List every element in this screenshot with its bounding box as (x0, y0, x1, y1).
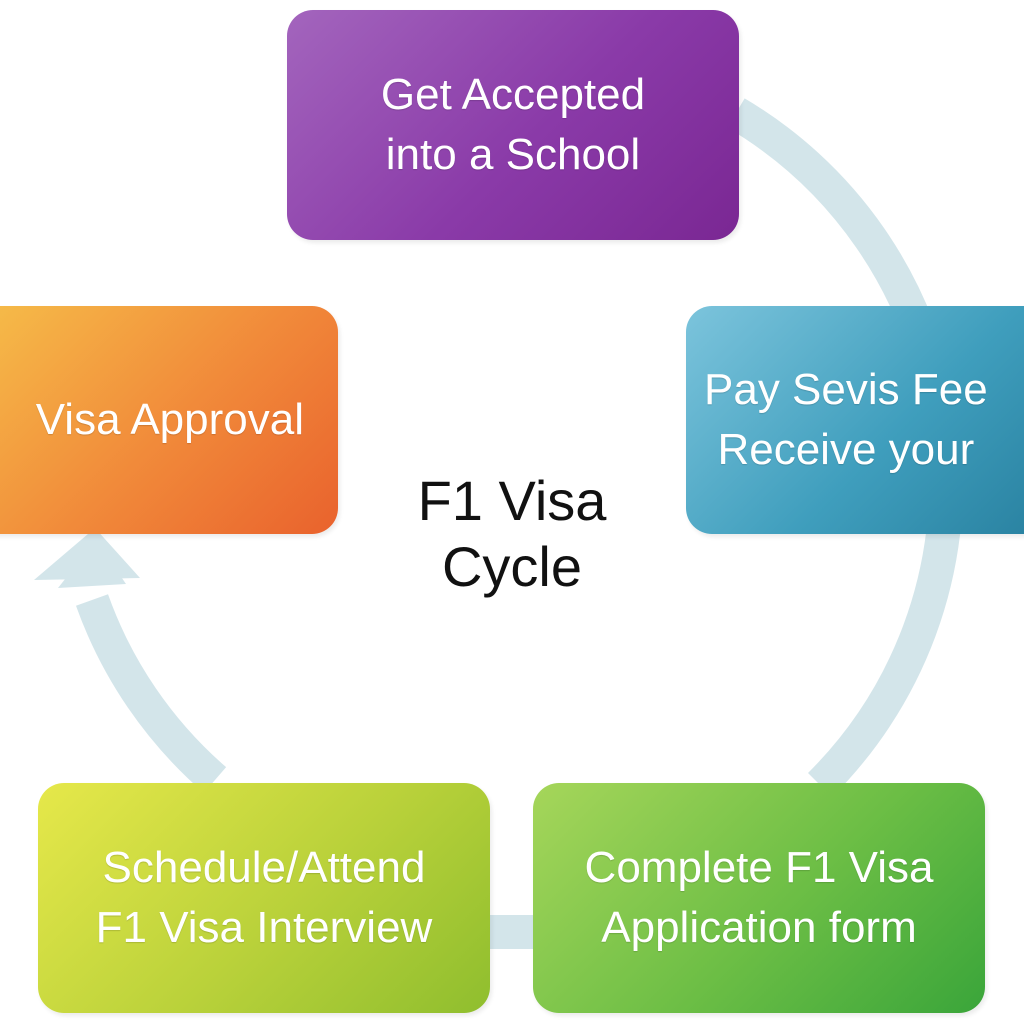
step-pay-sevis-fee: Pay Sevis Fee Receive your (686, 306, 1024, 534)
step-get-accepted-label: Get Accepted into a School (380, 70, 646, 179)
cycle-ring-left-arc (75, 594, 227, 793)
step-complete-application-label: Complete F1 Visa Application form (584, 843, 934, 952)
center-title: F1 Visa Cycle (417, 469, 607, 598)
cycle-arrowhead-body (58, 540, 126, 588)
step-get-accepted: Get Accepted into a School (287, 10, 739, 240)
step-complete-application: Complete F1 Visa Application form (533, 783, 985, 1013)
step-visa-approval: Visa Approval (0, 306, 338, 534)
step-schedule-interview: Schedule/Attend F1 Visa Interview (38, 783, 490, 1013)
step-pay-sevis-fee-label: Pay Sevis Fee Receive your (704, 365, 988, 474)
step-visa-approval-label: Visa Approval (35, 395, 304, 444)
step-schedule-interview-label: Schedule/Attend F1 Visa Interview (95, 843, 433, 952)
